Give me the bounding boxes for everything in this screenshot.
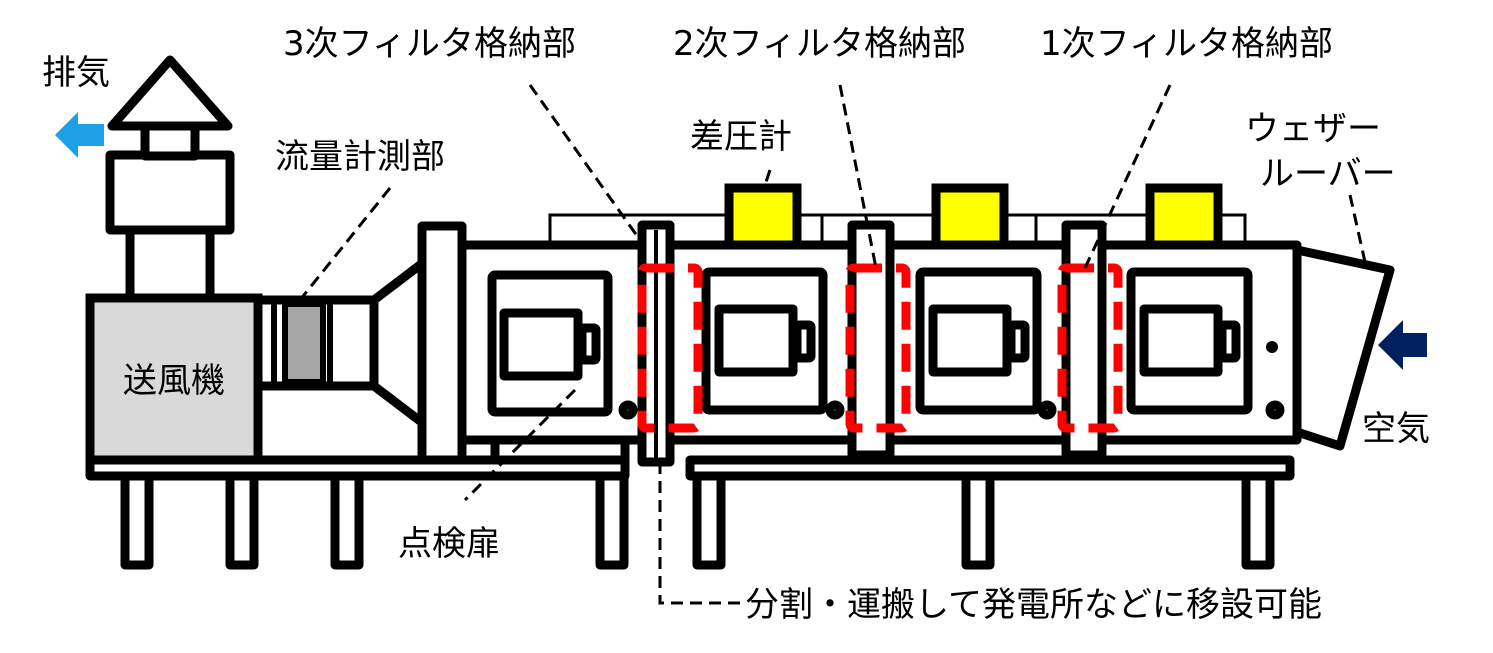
- primary-filter-label: 1次フィルタ格納部: [1040, 24, 1333, 64]
- filter-compartment-outlines: [637, 263, 1123, 433]
- support-legs: [120, 465, 1275, 570]
- tertiary-filter-label: 3次フィルタ格納部: [283, 24, 576, 64]
- differential-pressure-gauge-label: 差圧計: [690, 117, 792, 157]
- exhaust-stack: [105, 55, 235, 305]
- transition-cone: [369, 257, 429, 429]
- relocatable-note: 分割・運搬して発電所などに移設可能: [745, 585, 1322, 625]
- intake-arrow-icon: [1378, 320, 1427, 370]
- secondary-filter-label: 2次フィルタ格納部: [673, 24, 966, 64]
- exhaust-label: 排気: [42, 53, 110, 93]
- flow-measurement-label: 流量計測部: [275, 137, 445, 177]
- weather-louver-label-line1: ウェザー: [1245, 109, 1381, 149]
- flow-meter: [282, 301, 326, 385]
- blower-label: 送風機: [123, 361, 225, 401]
- blower: [85, 293, 263, 465]
- weather-louver-label-line2: ルーバー: [1260, 154, 1396, 194]
- weather-louver: [1292, 245, 1395, 451]
- inspection-door-label: 点検扉: [398, 524, 500, 564]
- differential-pressure-gauges: [724, 183, 1223, 250]
- base-rail-right: [685, 455, 1295, 481]
- inspection-doors: [487, 267, 1285, 420]
- inlet-flange: [417, 221, 467, 465]
- air-label: 空気: [1362, 409, 1430, 449]
- exhaust-arrow-icon: [55, 112, 104, 158]
- leader-lines: [298, 84, 1367, 605]
